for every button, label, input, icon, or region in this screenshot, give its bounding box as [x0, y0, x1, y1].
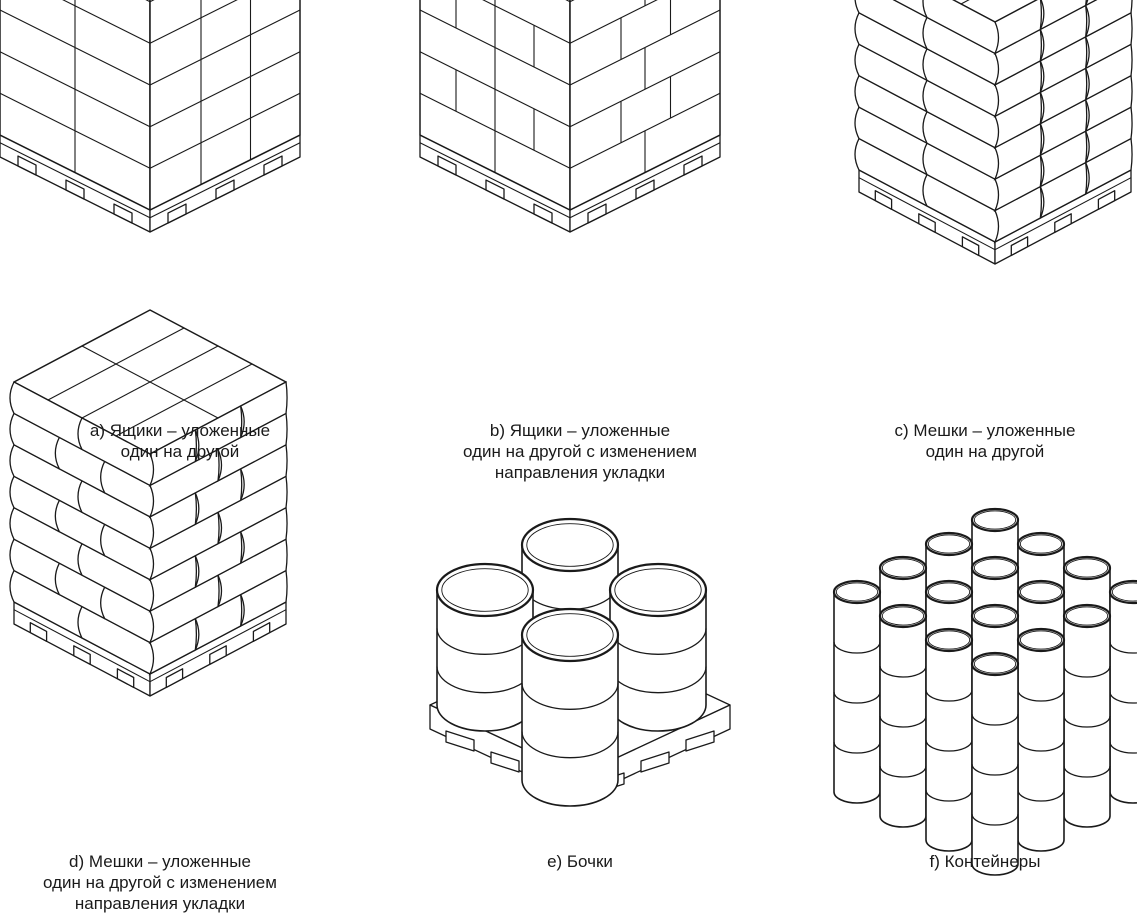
barrel-4-lid: [522, 609, 618, 661]
container-8-lid: [1018, 581, 1064, 603]
caption-c-line-1: c) Мешки – уложенные: [845, 420, 1125, 441]
container-10-lid: [834, 581, 880, 603]
container-13-body: [880, 616, 926, 827]
container-11-lid: [1064, 605, 1110, 627]
container-1-lid: [972, 509, 1018, 531]
figure-a-boxes-stacked: [0, 0, 300, 232]
figure-e-barrels: [430, 519, 730, 806]
container-6-lid: [880, 557, 926, 579]
figure-b-boxes-interlocked: [420, 0, 720, 232]
container-11-body: [1064, 616, 1110, 827]
container-9-lid: [926, 581, 972, 603]
caption-e-line-1: e) Бочки: [420, 851, 740, 872]
caption-a: a) Ящики – уложенные один на другой: [20, 420, 340, 462]
container-2-lid: [1018, 533, 1064, 555]
caption-d-line-1: d) Мешки – уложенные: [0, 851, 320, 872]
container-16-body: [972, 664, 1018, 875]
figure-f-containers: [834, 509, 1137, 875]
caption-f-line-1: f) Контейнеры: [845, 851, 1125, 872]
caption-b-line-1: b) Ящики – уложенные: [420, 420, 740, 441]
caption-b-line-2: один на другой с изменением: [420, 441, 740, 462]
container-14-body: [1018, 640, 1064, 851]
figure-d-bags-interlocked: [10, 310, 287, 696]
caption-e: e) Бочки: [420, 851, 740, 872]
caption-c-line-2: один на другой: [845, 441, 1125, 462]
caption-b-line-3: направления укладки: [420, 462, 740, 483]
container-15-body: [926, 640, 972, 851]
caption-a-line-1: a) Ящики – уложенные: [20, 420, 340, 441]
caption-a-line-2: один на другой: [20, 441, 340, 462]
container-10-body: [834, 592, 880, 803]
caption-b: b) Ящики – уложенные один на другой с из…: [420, 420, 740, 483]
caption-d-line-2: один на другой с изменением: [0, 872, 320, 893]
container-14-lid: [1018, 629, 1064, 651]
figure-c-bags-stacked: [855, 0, 1132, 264]
container-3-lid: [926, 533, 972, 555]
caption-d-line-3: направления укладки: [0, 893, 320, 914]
container-13-lid: [880, 605, 926, 627]
caption-f: f) Контейнеры: [845, 851, 1125, 872]
caption-d: d) Мешки – уложенные один на другой с из…: [0, 851, 320, 914]
container-4-lid: [1064, 557, 1110, 579]
container-5-lid: [972, 557, 1018, 579]
barrel-1-lid: [522, 519, 618, 571]
barrel-2-lid: [437, 564, 533, 616]
caption-c: c) Мешки – уложенные один на другой: [845, 420, 1125, 462]
container-12-lid: [972, 605, 1018, 627]
barrel-3-lid: [610, 564, 706, 616]
container-15-lid: [926, 629, 972, 651]
container-16-lid: [972, 653, 1018, 675]
